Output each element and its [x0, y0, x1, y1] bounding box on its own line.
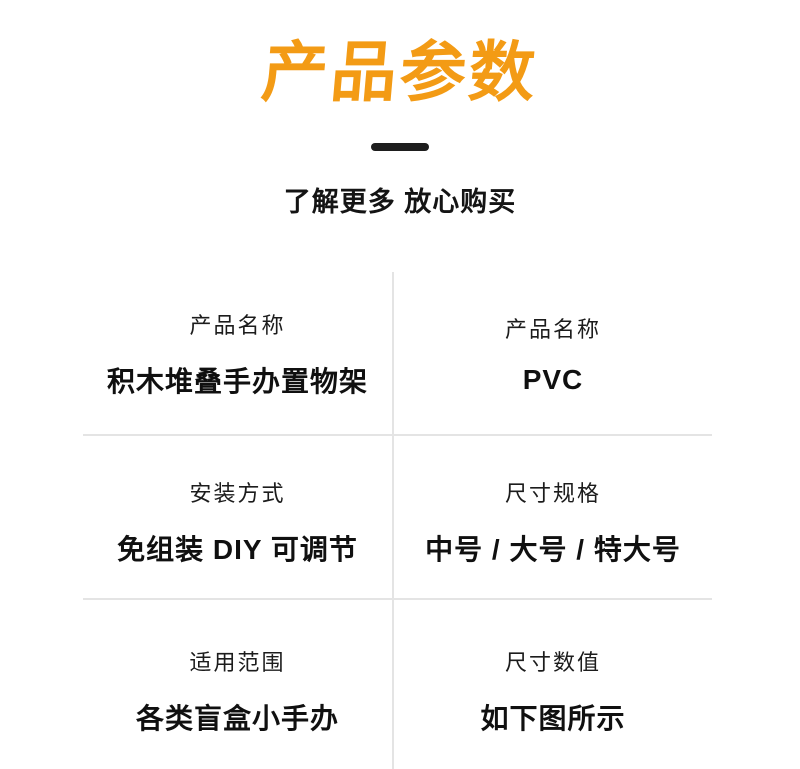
spec-cell-applicable-range: 适用范围 各类盲盒小手办 — [83, 599, 392, 769]
spec-label: 产品名称 — [189, 312, 286, 338]
spec-value: 各类盲盒小手办 — [135, 703, 339, 734]
spec-label: 尺寸数值 — [504, 650, 601, 675]
section-subtitle: 了解更多 放心购买 — [283, 187, 517, 217]
spec-value: 中号 / 大号 / 特大号 — [425, 534, 681, 565]
spec-label: 适用范围 — [189, 650, 286, 675]
spec-cell-size-values: 尺寸数值 如下图所示 — [394, 599, 712, 769]
spec-cell-installation: 安装方式 免组装 DIY 可调节 — [83, 435, 392, 599]
vertical-divider — [392, 272, 394, 769]
horizontal-divider-1 — [83, 434, 712, 436]
spec-value: 如下图所示 — [480, 703, 626, 734]
title-dash-divider — [371, 143, 429, 151]
section-title: 产品参数 — [258, 35, 542, 109]
spec-label: 尺寸规格 — [504, 481, 601, 506]
spec-value: 积木堆叠手办置物架 — [106, 365, 368, 397]
spec-cell-product-name: 产品名称 积木堆叠手办置物架 — [83, 272, 392, 435]
spec-label: 产品名称 — [504, 316, 601, 342]
spec-value: 免组装 DIY 可调节 — [117, 534, 358, 565]
spec-cell-size-options: 尺寸规格 中号 / 大号 / 特大号 — [394, 435, 712, 599]
spec-cell-material: 产品名称 PVC — [394, 272, 712, 435]
spec-value: PVC — [522, 363, 584, 395]
spec-label: 安装方式 — [189, 481, 286, 506]
horizontal-divider-2 — [83, 598, 712, 600]
